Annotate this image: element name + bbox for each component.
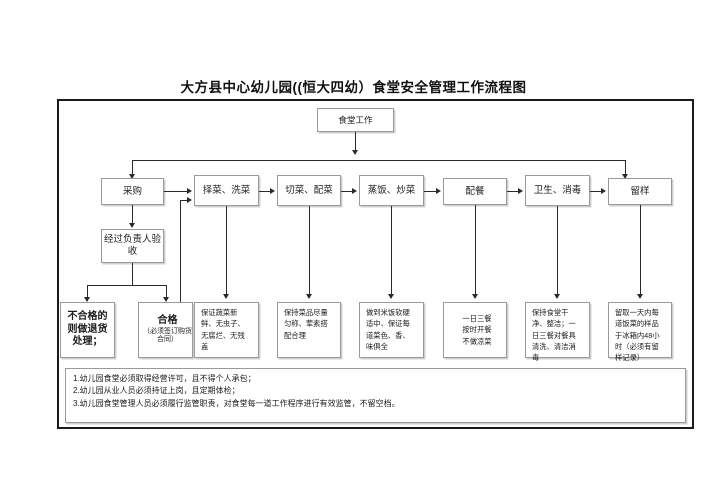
- connector-accept-feedback-v: [180, 206, 181, 302]
- arrow-to-sample: [621, 174, 628, 179]
- arrow-p2-p3: [352, 187, 357, 194]
- arrow-desc-1: [305, 294, 312, 299]
- node-process-4-label: 配餐: [465, 185, 485, 197]
- connector-p1-p2: [259, 191, 270, 192]
- node-process-1: 择菜、洗菜: [194, 175, 259, 206]
- arrow-to-accept: [162, 297, 169, 302]
- connector-inspection-split: [87, 285, 166, 286]
- arrow-accept-feedback: [187, 196, 192, 203]
- connector-dist-left: [132, 160, 133, 178]
- note-line-3: 3.幼儿园食堂管理人员必须履行监管职责，对食堂每一道工作程序进行有效监管，不留空…: [73, 398, 400, 408]
- connector-p4-p5: [507, 191, 518, 192]
- connector-p3-p4: [424, 191, 436, 192]
- node-accept-sublabel: （必须签订购货合同）: [143, 327, 192, 344]
- desc-box-3: 一日三餐 按时开餐 不做凉菜: [443, 302, 507, 358]
- node-process-5: 卫生、消毒: [525, 175, 590, 206]
- connector-p0-p1: [164, 191, 187, 192]
- desc-box-5: 留取一天内每道饭菜的样品于冰箱内48小时（必须有留样记录）: [608, 302, 672, 362]
- desc-box-4-text: 保持食堂干净、整洁；一日三餐对餐具清洗、清洁消毒: [532, 308, 576, 363]
- node-process-2-label: 切菜、配菜: [285, 184, 333, 196]
- connector-desc-1: [309, 206, 310, 296]
- node-process-1-label: 择菜、洗菜: [202, 184, 251, 196]
- notes-panel: 1.幼儿园食堂必须取得经营许可，且不得个人承包； 2.幼儿园从业人员必须持证上岗…: [65, 368, 686, 423]
- connector-accept-feedback-h: [180, 200, 188, 201]
- arrow-p3-p4: [436, 187, 441, 194]
- arrow-desc-2: [387, 294, 394, 299]
- node-process-2: 切菜、配菜: [277, 175, 341, 206]
- desc-box-0: 保证蔬菜新鲜、无虫子、无腐烂、无残盖: [194, 302, 259, 358]
- arrow-to-reject: [83, 297, 90, 302]
- node-reject: 不合格的则做退货处理；: [60, 302, 115, 358]
- arrow-desc-5: [636, 294, 643, 299]
- node-process-6-label: 留样: [630, 185, 650, 197]
- desc-box-2-text: 做到米饭软硬适中、保证每道菜色、香、味俱全: [366, 308, 410, 351]
- node-process-3: 蒸饭、炒菜: [359, 175, 424, 206]
- arrow-p5-p6: [601, 187, 606, 194]
- connector-inspection-down: [132, 263, 133, 285]
- connector-dist-right: [625, 160, 626, 178]
- arrow-p1-p2: [270, 187, 275, 194]
- desc-box-3-line-3: 不做凉菜: [462, 336, 492, 346]
- arrow-desc-4: [553, 294, 560, 299]
- connector-desc-0: [226, 206, 227, 296]
- connector-accept-feedback-up: [180, 200, 181, 207]
- arrow-to-purchase: [128, 174, 135, 179]
- node-canteen-work-label: 食堂工作: [338, 114, 373, 125]
- node-process-3-label: 蒸饭、炒菜: [367, 184, 416, 196]
- connector-desc-4: [557, 206, 558, 296]
- desc-box-3-line-2: 按时开餐: [462, 325, 492, 335]
- arrow-desc-0: [222, 294, 229, 299]
- arrow-p4-p5: [518, 187, 523, 194]
- node-accept-label: 合格: [157, 315, 178, 326]
- node-process-0-label: 采购: [122, 185, 142, 197]
- node-accept: 合格 （必须签订购货合同）: [138, 302, 193, 358]
- connector-root-down: [355, 132, 356, 154]
- arrow-purchase-inspection: [128, 223, 135, 228]
- node-canteen-work: 食堂工作: [317, 108, 394, 132]
- connector-p2-p3: [341, 191, 352, 192]
- node-process-0: 采购: [101, 178, 164, 205]
- connector-p5-p6: [590, 191, 601, 192]
- desc-box-1: 保持菜品尽量匀称、荤素搭配合理: [277, 302, 341, 358]
- node-accept-wrap: 合格 （必须签订购货合同）: [139, 315, 192, 345]
- connector-desc-2: [391, 206, 392, 296]
- desc-box-2: 做到米饭软硬适中、保证每道菜色、香、味俱全: [359, 302, 424, 358]
- page-title: 大方县中心幼儿园((恒大四幼）食堂安全管理工作流程图: [180, 80, 527, 95]
- note-line-1: 1.幼儿园食堂必须取得经营许可，且不得个人承包；: [73, 374, 256, 383]
- desc-box-0-text: 保证蔬菜新鲜、无虫子、无腐烂、无残盖: [201, 308, 245, 351]
- connector-distribution-bar: [132, 160, 625, 161]
- node-process-4: 配餐: [443, 178, 507, 205]
- desc-box-4: 保持食堂干净、整洁；一日三餐对餐具清洗、清洁消毒: [525, 302, 590, 362]
- note-line-2: 2.幼儿园从业人员必须持证上岗，且定期体检；: [73, 386, 240, 396]
- node-reject-label: 不合格的则做退货处理；: [67, 311, 108, 348]
- desc-box-3-line-1: 一日三餐: [462, 314, 492, 324]
- node-inspection-label: 经过负责人验收: [104, 234, 162, 257]
- connector-purchase-inspection: [132, 205, 133, 227]
- desc-box-3-text: 一日三餐 按时开餐 不做凉菜: [448, 313, 502, 347]
- node-process-6: 留样: [608, 178, 672, 205]
- arrow-p0-p1: [187, 187, 192, 194]
- node-process-5-label: 卫生、消毒: [533, 184, 582, 196]
- arrow-desc-3: [471, 294, 478, 299]
- connector-accept-down: [166, 285, 167, 301]
- desc-box-1-text: 保持菜品尽量匀称、荤素搭配合理: [284, 308, 328, 340]
- connector-desc-3: [475, 205, 476, 296]
- connector-reject-down: [87, 285, 88, 301]
- desc-box-5-text: 留取一天内每道饭菜的样品于冰箱内48小时（必须有留样记录）: [615, 308, 660, 363]
- arrow-root-down: [351, 150, 358, 155]
- connector-desc-5: [640, 205, 641, 296]
- node-inspection: 经过负责人验收: [101, 229, 164, 263]
